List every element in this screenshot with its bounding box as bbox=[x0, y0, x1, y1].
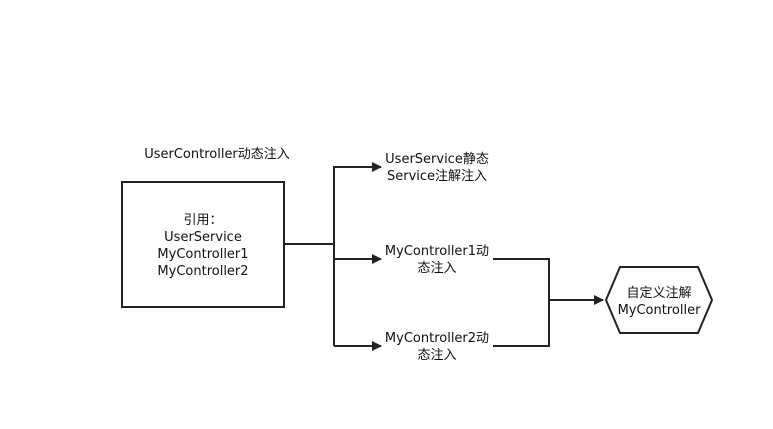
connector-mycontroller1-merge bbox=[493, 258, 550, 300]
hexagon-label: 自定义注解 MyController bbox=[606, 285, 712, 319]
left-box-line-1: 引用： bbox=[183, 213, 223, 228]
hexagon-line-1: 自定义注解 bbox=[626, 286, 692, 301]
target-line-2: 态注入 bbox=[417, 348, 457, 363]
left-box-text: 引用： UserService MyController1 MyControll… bbox=[122, 212, 284, 280]
target-line-1: UserService静态 bbox=[385, 152, 489, 167]
target-label-mycontroller2: MyController2动 态注入 bbox=[372, 330, 502, 364]
left-box-line-2: UserService bbox=[164, 230, 242, 245]
hexagon-outline bbox=[604, 266, 714, 334]
target-line-1: MyController2动 bbox=[384, 331, 490, 346]
target-line-1: MyController1动 bbox=[384, 244, 490, 259]
target-label-mycontroller1: MyController1动 态注入 bbox=[372, 243, 502, 277]
target-line-2: Service注解注入 bbox=[386, 169, 488, 184]
connector-mycontroller2-merge bbox=[493, 300, 550, 347]
left-box-line-4: MyController2 bbox=[157, 264, 249, 279]
left-box-line-3: MyController1 bbox=[157, 247, 249, 262]
hexagon-line-2: MyController bbox=[617, 303, 701, 318]
target-line-2: 态注入 bbox=[417, 261, 457, 276]
caption-label: UserController动态注入 bbox=[144, 147, 290, 162]
left-box-outline bbox=[121, 181, 285, 308]
target-label-userservice: UserService静态 Service注解注入 bbox=[372, 151, 502, 185]
